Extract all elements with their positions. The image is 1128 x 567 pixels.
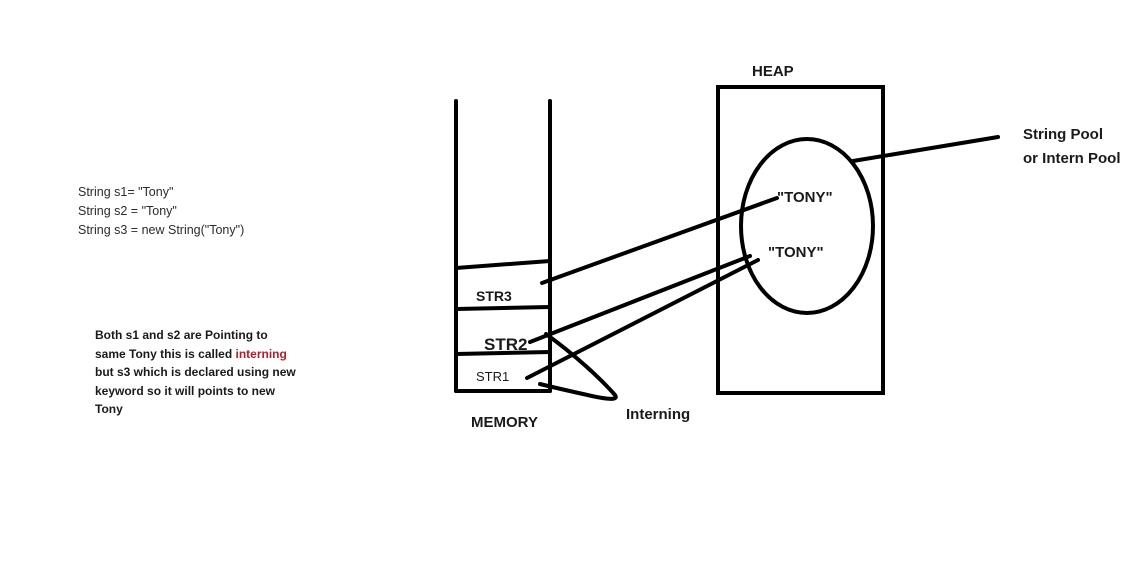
- explanation-note: Both s1 and s2 are Pointing to same Tony…: [95, 326, 335, 419]
- code-snippet: String s1= "Tony" String s2 = "Tony" Str…: [78, 183, 244, 240]
- pool-value-tony-1: "TONY": [777, 189, 833, 206]
- interning-loop: [538, 332, 618, 401]
- heap-label: HEAP: [752, 63, 794, 80]
- str3-reference-line: [540, 196, 779, 285]
- explanation-line-1: Both s1 and s2 are Pointing to: [95, 328, 268, 342]
- explanation-line-5: Tony: [95, 402, 123, 416]
- code-line-s2: String s2 = "Tony": [78, 204, 177, 218]
- code-line-s1: String s1= "Tony": [78, 185, 174, 199]
- memory-slot-str3: STR3: [476, 288, 512, 304]
- memory-stack: [454, 99, 552, 393]
- code-line-s3: String s3 = new String("Tony"): [78, 223, 245, 237]
- reference-lines: [525, 196, 779, 380]
- memory-slot-str2: STR2: [484, 335, 527, 354]
- memory-slot-str1: STR1: [476, 369, 509, 384]
- memory-label: MEMORY: [471, 414, 538, 431]
- explanation-line-4: keyword so it will points to new: [95, 383, 276, 398]
- string-pool-label-line-2: or Intern Pool: [1023, 150, 1121, 167]
- memory-slot-divider-1: [454, 259, 552, 270]
- pool-value-tony-2: "TONY": [768, 244, 824, 261]
- interning-keyword: interning: [235, 346, 287, 361]
- str1-reference-line: [525, 258, 760, 380]
- memory-slot-divider-3: [454, 350, 552, 356]
- heap-box: [716, 85, 885, 395]
- explanation-line-2-text: same Tony this is called: [95, 346, 236, 361]
- explanation-line-2: same Tony this is called interning: [95, 345, 335, 364]
- string-pool-label-line-1: String Pool: [1023, 126, 1103, 143]
- string-pool-callout-line: [851, 135, 1000, 163]
- str2-reference-line: [528, 254, 752, 344]
- string-pool-ellipse: [739, 137, 875, 315]
- explanation-line-3: but s3 which is declared using new: [95, 365, 296, 379]
- interning-label: Interning: [626, 406, 690, 423]
- memory-slot-divider-2: [454, 305, 552, 311]
